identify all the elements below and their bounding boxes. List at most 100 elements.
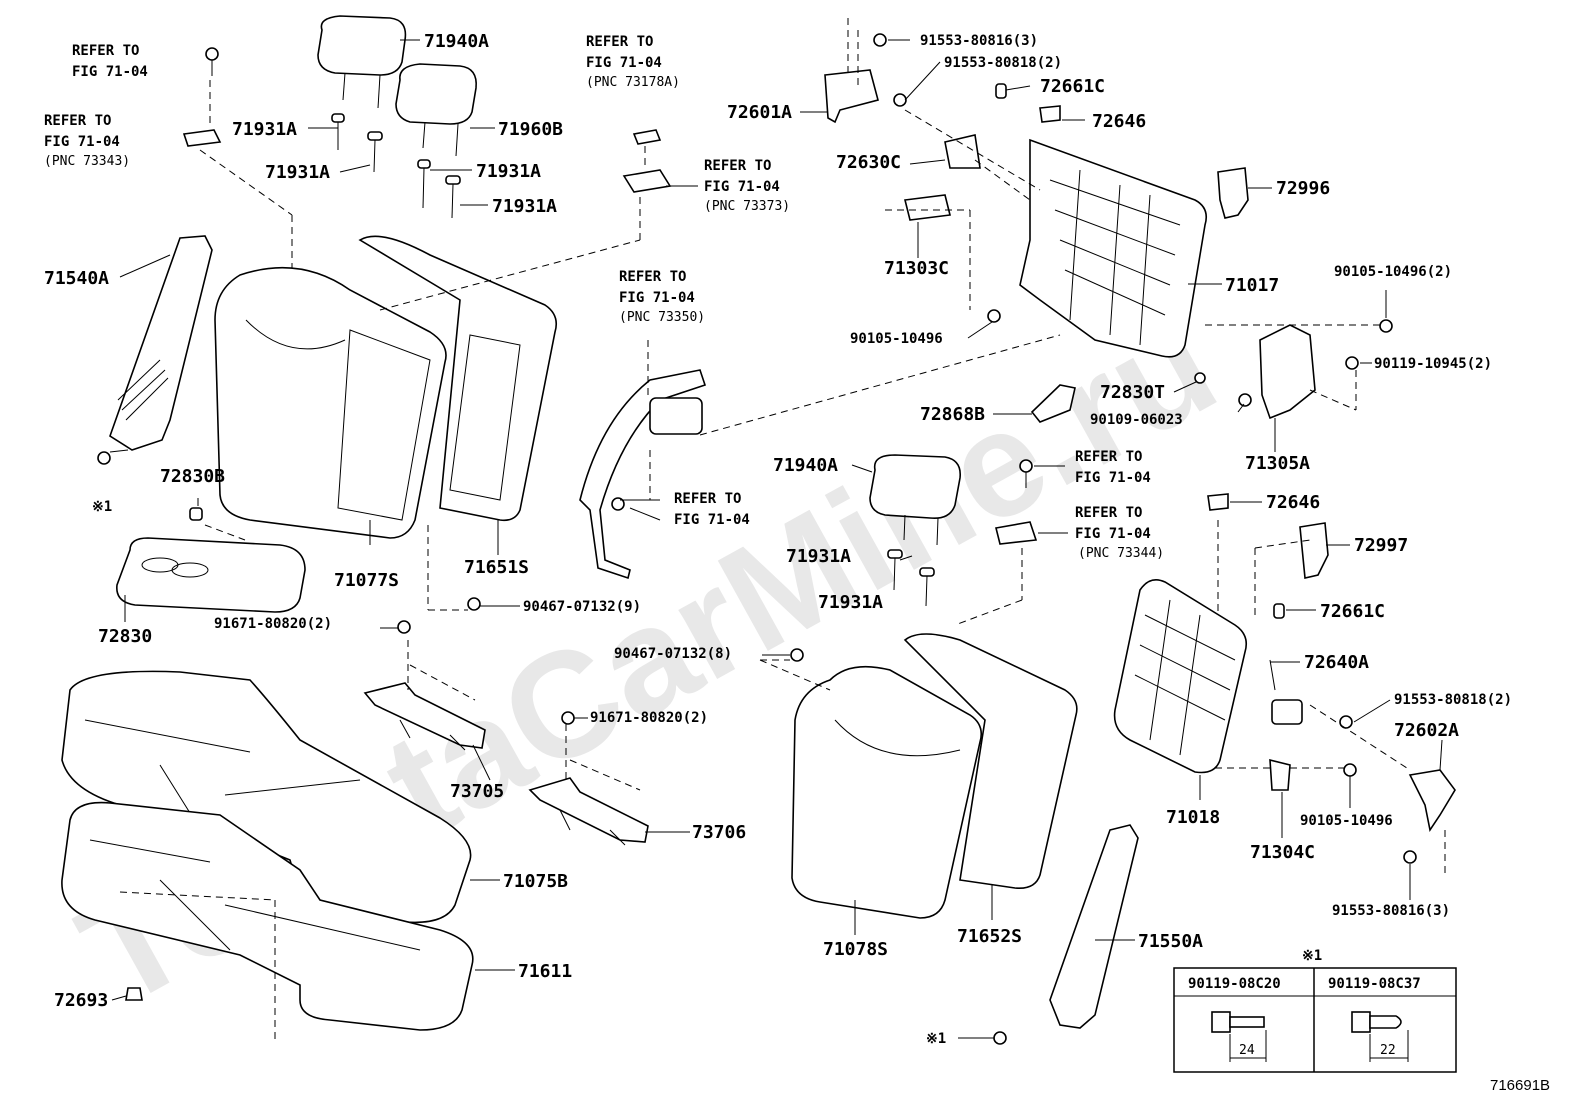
- headrest-guide-71931a-set[interactable]: [331, 113, 461, 219]
- seatback-frame-71018[interactable]: [1113, 579, 1248, 774]
- seatback-71652s[interactable]: [903, 633, 1078, 890]
- headrest-71960b[interactable]: [395, 63, 477, 157]
- label-91671-80820-a: 91671-80820(2): [214, 616, 332, 632]
- bolt-90109-06023[interactable]: [1238, 393, 1252, 407]
- label-71960b: 71960B: [498, 119, 563, 140]
- clip-fig7104-lower[interactable]: [1019, 459, 1033, 488]
- hinge-73705[interactable]: [363, 682, 486, 751]
- bolt-91553-80816-b[interactable]: [1403, 850, 1417, 864]
- bracket-pnc73344[interactable]: [995, 521, 1038, 545]
- bolt-90467-07132-8[interactable]: [790, 648, 804, 662]
- label-71940a-lower: 71940A: [773, 455, 838, 476]
- label-71304c: 71304C: [1250, 842, 1315, 863]
- bolt-71550a[interactable]: [993, 1031, 1007, 1045]
- legend-col2: 90119-08C37: [1328, 976, 1421, 992]
- bracket-pnc73178a[interactable]: [632, 129, 662, 145]
- bolt-90105-10496-b[interactable]: [1343, 763, 1357, 777]
- label-71078s: 71078S: [823, 939, 888, 960]
- label-91553-80816-b: 91553-80816(3): [1332, 903, 1450, 919]
- label-71611: 71611: [518, 961, 572, 982]
- bolt-90105-10496-a[interactable]: [987, 309, 1001, 323]
- bolt-90467-07132-9[interactable]: [467, 597, 481, 611]
- ref-label-g2: FIG 71-04: [1075, 470, 1151, 486]
- label-71931a-5: 71931A: [786, 546, 851, 567]
- bolt-91553-80818-a[interactable]: [893, 93, 907, 107]
- bolt-seatbelt[interactable]: [611, 497, 625, 511]
- label-90105-10496-a: 90105-10496: [850, 331, 943, 347]
- bolt-90105-10496-2[interactable]: [1379, 319, 1393, 333]
- bolt-90119-10945[interactable]: [1345, 356, 1359, 370]
- clip-72646-a[interactable]: [1039, 105, 1061, 123]
- label-72646-a: 72646: [1092, 111, 1146, 132]
- ref-label-a2: FIG 71-04: [72, 64, 148, 80]
- label-71303c: 71303C: [884, 258, 949, 279]
- headrest-guide-71931a-lower[interactable]: [887, 549, 935, 607]
- seatback-71651s[interactable]: [358, 235, 558, 522]
- hinge-73706[interactable]: [528, 777, 649, 846]
- bolt-91671-80820-b[interactable]: [561, 711, 575, 725]
- label-72601a: 72601A: [727, 102, 792, 123]
- seatbelt-center[interactable]: [579, 369, 707, 580]
- label-71931a-4: 71931A: [492, 196, 557, 217]
- headrest-71940a-lower[interactable]: [869, 454, 962, 546]
- pin-72830b[interactable]: [189, 507, 203, 521]
- clip-fig7104-top[interactable]: [205, 47, 219, 76]
- label-71550a: 71550A: [1138, 931, 1203, 952]
- label-73706: 73706: [692, 822, 746, 843]
- note-mark-right: ※1: [926, 1031, 946, 1047]
- label-71017: 71017: [1225, 275, 1279, 296]
- label-72646-b: 72646: [1266, 492, 1320, 513]
- bolt-71540a[interactable]: [97, 451, 111, 465]
- bracket-72602a[interactable]: [1408, 769, 1456, 833]
- label-72830t: 72830T: [1100, 382, 1165, 403]
- seatback-frame-71017[interactable]: [1019, 138, 1208, 358]
- bolt-91553-80816-a[interactable]: [873, 33, 887, 47]
- headrest-71940a-top[interactable]: [317, 15, 407, 109]
- clip-72646-b[interactable]: [1207, 493, 1229, 511]
- bracket-72630c[interactable]: [944, 134, 981, 169]
- legend-dim2: 22: [1380, 1043, 1396, 1058]
- pin-72661c-b[interactable]: [1273, 603, 1285, 619]
- legend-dim1: 24: [1239, 1043, 1255, 1058]
- ref-label-f2: FIG 71-04: [674, 512, 750, 528]
- bracket-71304c[interactable]: [1269, 758, 1291, 791]
- label-71931a-2: 71931A: [265, 162, 330, 183]
- bracket-pnc73343[interactable]: [182, 129, 222, 147]
- cover-72868b[interactable]: [1030, 384, 1076, 423]
- clip-72693[interactable]: [125, 987, 143, 1001]
- legend-col1: 90119-08C20: [1188, 976, 1281, 992]
- bolt-91671-80820-a[interactable]: [397, 620, 411, 634]
- label-72602a: 72602A: [1394, 720, 1459, 741]
- legend-mark: ※1: [1302, 948, 1322, 964]
- cushion-71611[interactable]: [61, 801, 474, 1031]
- label-72661c-b: 72661C: [1320, 601, 1385, 622]
- seatback-71078s[interactable]: [791, 665, 983, 919]
- bolt-90119-08c37-icon: [1351, 1011, 1409, 1062]
- bracket-72601a[interactable]: [824, 69, 879, 124]
- armrest-72830[interactable]: [116, 537, 306, 613]
- side-bolster-71540a[interactable]: [109, 235, 213, 451]
- label-72997: 72997: [1354, 535, 1408, 556]
- cover-72997[interactable]: [1299, 522, 1329, 579]
- ref-label-c1: REFER TO: [586, 34, 653, 50]
- side-bolster-71550a[interactable]: [1049, 824, 1139, 1029]
- label-71077s: 71077S: [334, 570, 399, 591]
- label-72830: 72830: [98, 626, 152, 647]
- seatback-71077s[interactable]: [214, 266, 447, 539]
- clip-72830t[interactable]: [1194, 372, 1206, 384]
- bracket-71303c[interactable]: [904, 194, 951, 221]
- label-71075b: 71075B: [503, 871, 568, 892]
- ref-label-g1: REFER TO: [1075, 449, 1142, 465]
- label-90119-10945: 90119-10945(2): [1374, 356, 1492, 372]
- cable-72640a[interactable]: [1269, 659, 1303, 725]
- ref-label-b3: (PNC 73343): [44, 154, 130, 169]
- hinge-71305a[interactable]: [1259, 324, 1316, 420]
- pin-72661c-a[interactable]: [995, 83, 1007, 99]
- label-72830b: 72830B: [160, 466, 225, 487]
- bracket-pnc73373[interactable]: [622, 169, 672, 193]
- ref-label-f1: REFER TO: [674, 491, 741, 507]
- bolt-90119-08c20-icon: [1211, 1011, 1267, 1062]
- label-71540a: 71540A: [44, 268, 109, 289]
- cover-72996[interactable]: [1217, 167, 1249, 219]
